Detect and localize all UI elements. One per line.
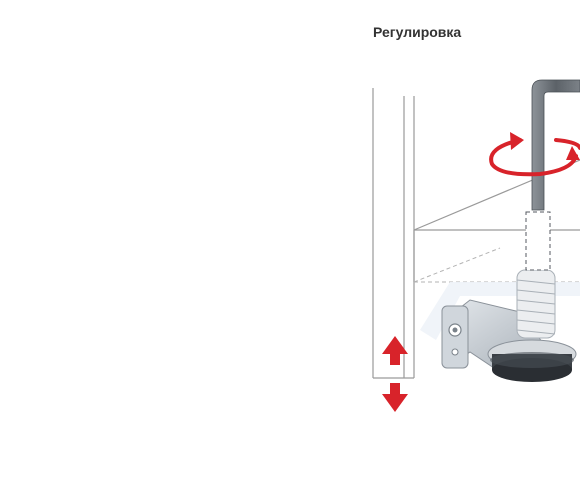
cabinet-hidden-edges bbox=[413, 247, 580, 283]
leveling-spring bbox=[516, 269, 556, 339]
hex-key bbox=[531, 79, 580, 211]
watermark-shape bbox=[420, 282, 580, 340]
section-title: Регулировка bbox=[373, 24, 462, 40]
leveling-foot bbox=[487, 339, 577, 382]
rod-hidden-section bbox=[525, 211, 551, 271]
rotation-arrow-heads bbox=[510, 132, 580, 160]
rotation-arrow-icon bbox=[489, 138, 580, 177]
up-down-arrow-icon bbox=[382, 336, 408, 412]
